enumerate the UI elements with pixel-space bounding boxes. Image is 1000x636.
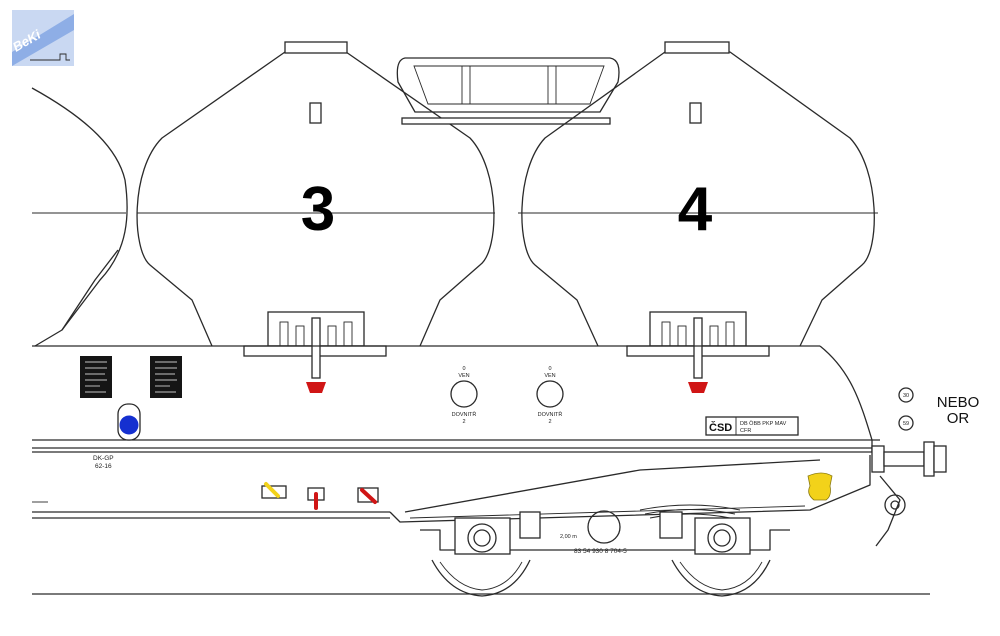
svg-text:0: 0 bbox=[548, 366, 551, 372]
silo-3-number: 3 bbox=[301, 175, 335, 244]
blue-signal-lamp bbox=[117, 403, 141, 441]
silo-3-hatch bbox=[309, 102, 322, 124]
svg-text:ČSD: ČSD bbox=[709, 421, 732, 434]
svg-text:DB ÖBB PKP MAV: DB ÖBB PKP MAV bbox=[740, 420, 787, 427]
alt-text-or: OR bbox=[947, 410, 970, 427]
outlet-indicator-2: 0 VEN DOVNITŘ 2 bbox=[536, 366, 564, 425]
outlet-indicator-1: 0 VEN DOVNITŘ 2 bbox=[450, 366, 478, 425]
silo-3-valve-red bbox=[306, 382, 326, 393]
lever-yellow bbox=[261, 482, 287, 499]
lever-red-diagonal bbox=[357, 487, 379, 504]
svg-text:VEN: VEN bbox=[544, 373, 555, 379]
svg-text:0: 0 bbox=[462, 366, 465, 372]
svg-text:2: 2 bbox=[462, 419, 465, 425]
underframe bbox=[32, 455, 930, 595]
wheel-left bbox=[431, 559, 531, 597]
svg-text:2: 2 bbox=[548, 419, 551, 425]
yellow-tow-hook bbox=[807, 472, 833, 501]
silo-4-valve-red bbox=[688, 382, 708, 393]
svg-text:30: 30 bbox=[903, 393, 909, 399]
svg-text:59: 59 bbox=[903, 421, 909, 427]
speed-sign-bottom: 59 bbox=[898, 415, 914, 431]
wagon-body bbox=[32, 345, 880, 453]
info-placard-2 bbox=[150, 356, 182, 398]
svg-text:DOVNITŘ: DOVNITŘ bbox=[452, 410, 477, 418]
wagon-number: 83 54 930 8 704-5 bbox=[574, 548, 627, 555]
silo-4-number: 4 bbox=[678, 175, 713, 244]
lever-red-vertical bbox=[307, 487, 325, 510]
owner-plate: ČSD DB ÖBB PKP MAV CFR bbox=[705, 416, 799, 436]
alt-text-nebo: NEBO bbox=[937, 394, 980, 411]
silo-3: 3 bbox=[136, 41, 495, 393]
silo-4: 4 bbox=[518, 41, 878, 393]
silo-4-hatch bbox=[689, 102, 702, 124]
svg-text:VEN: VEN bbox=[458, 373, 469, 379]
info-placard-1 bbox=[80, 356, 112, 398]
center-platform bbox=[396, 57, 620, 125]
buffer-coupling bbox=[871, 441, 947, 547]
badge-subtext: 62-16 bbox=[95, 463, 112, 470]
badge-text: DK-GP bbox=[93, 455, 114, 462]
bogie: 2,00 m 83 54 930 8 704-5 bbox=[420, 504, 790, 555]
wheel-right bbox=[671, 559, 771, 597]
silo-partial-left bbox=[31, 87, 128, 347]
axle-spacing-label: 2,00 m bbox=[560, 534, 577, 540]
beki-logo: BeKi bbox=[10, 10, 74, 66]
svg-text:CFR: CFR bbox=[740, 428, 751, 434]
svg-text:DOVNITŘ: DOVNITŘ bbox=[538, 410, 563, 418]
speed-sign-top: 30 bbox=[898, 387, 914, 403]
